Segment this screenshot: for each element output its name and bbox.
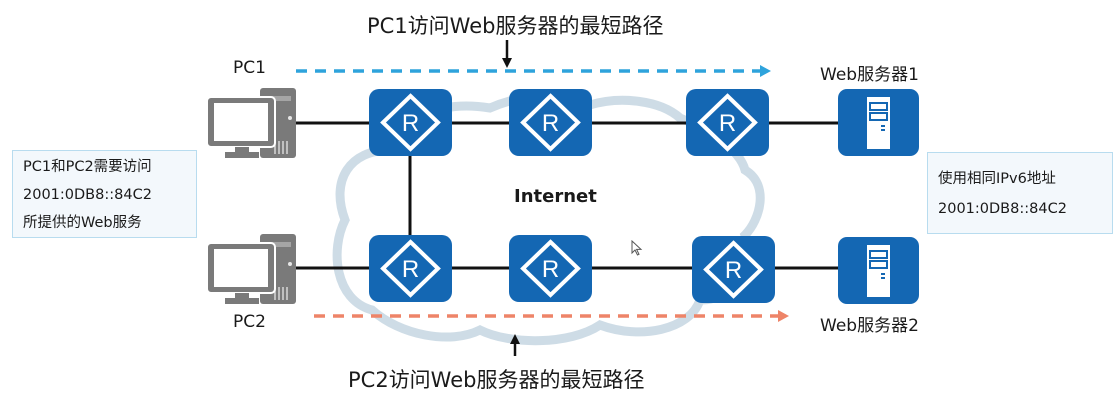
- router-label: R: [719, 110, 736, 137]
- router-label: R: [542, 256, 559, 283]
- left-note-line-3: 所提供的Web服务: [23, 215, 142, 231]
- pc1-icon: [206, 88, 296, 158]
- mouse-cursor-icon: [631, 240, 643, 256]
- left-note-line-2: 2001:0DB8::84C2: [23, 187, 152, 203]
- router-r2-icon: R: [509, 89, 592, 156]
- top-pointer-arrow: [502, 40, 512, 68]
- left-note-line-1: PC1和PC2需要访问: [23, 159, 152, 175]
- right-note-box: 使用相同IPv6地址 2001:0DB8::84C2: [927, 152, 1113, 234]
- router-label: R: [725, 257, 742, 284]
- internet-label: Internet: [514, 186, 597, 207]
- router-label: R: [402, 256, 419, 283]
- pc2-icon: [206, 234, 296, 304]
- right-note-line-1: 使用相同IPv6地址: [938, 171, 1056, 187]
- router-r6-icon: R: [692, 236, 775, 303]
- left-note-box: PC1和PC2需要访问 2001:0DB8::84C2 所提供的Web服务: [12, 150, 197, 238]
- pc1-path-caption: PC1访问Web服务器的最短路径: [367, 14, 664, 38]
- pc1-label: PC1: [233, 58, 266, 78]
- router-r4-icon: R: [369, 235, 452, 302]
- router-label: R: [402, 110, 419, 137]
- pc2-path-caption: PC2访问Web服务器的最短路径: [348, 368, 645, 392]
- bottom-pointer-arrow: [510, 334, 520, 356]
- links: [296, 121, 838, 270]
- pc2-label: PC2: [233, 312, 266, 332]
- web-server-2-icon: [838, 237, 919, 304]
- pc1-shortest-path-arrow: [296, 65, 771, 77]
- right-note-line-2: 2001:0DB8::84C2: [938, 201, 1067, 217]
- web-server-2-label: Web服务器2: [820, 316, 919, 336]
- router-r3-icon: R: [686, 89, 769, 156]
- router-r5-icon: R: [509, 235, 592, 302]
- router-label: R: [542, 110, 559, 137]
- web-server-1-icon: [838, 89, 919, 156]
- router-r1-icon: R: [369, 89, 452, 156]
- pc2-shortest-path-arrow: [314, 310, 789, 322]
- web-server-1-label: Web服务器1: [820, 65, 919, 85]
